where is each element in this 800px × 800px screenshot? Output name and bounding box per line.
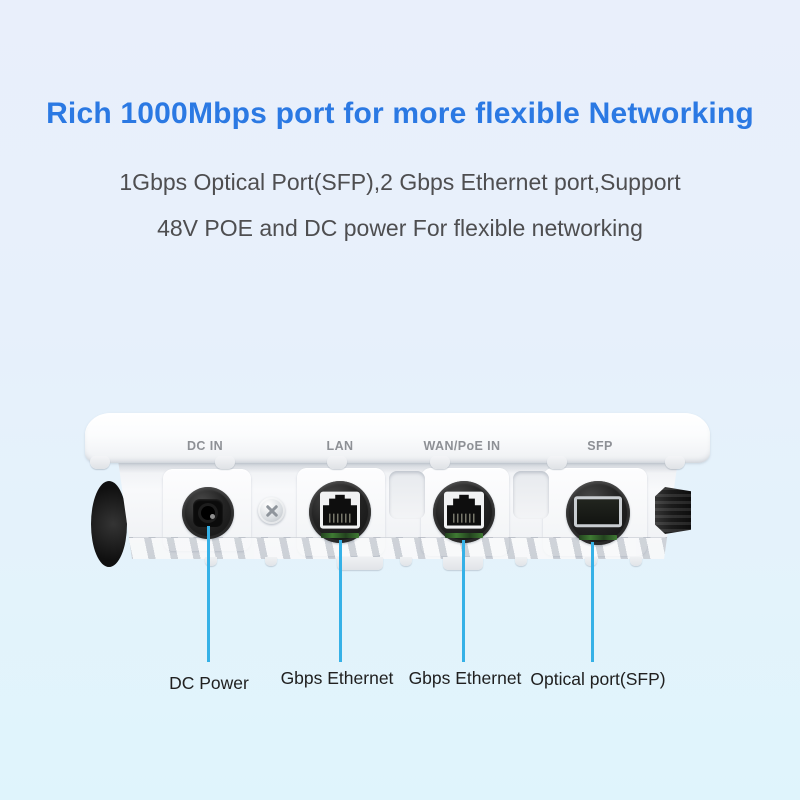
mount-bump (547, 456, 567, 469)
side-port-left-shadow (91, 481, 127, 567)
bottom-foot (337, 557, 383, 570)
rj45-face (444, 491, 484, 529)
callout-line-lan (339, 540, 342, 662)
rj45-pins (453, 513, 475, 523)
pcb-edge (579, 535, 617, 540)
wan-rj45-port-icon (433, 481, 495, 543)
screw-icon (258, 497, 285, 524)
pcb-edge (445, 533, 483, 538)
page-title: Rich 1000Mbps port for more flexible Net… (46, 97, 754, 130)
bottom-nub (400, 557, 412, 566)
callout-line-wan (462, 540, 465, 662)
subtitle-line-2: 48V POE and DC power For flexible networ… (157, 215, 643, 241)
pcb-edge (321, 533, 359, 538)
bottom-nub (515, 557, 527, 566)
rj45-pins (329, 513, 351, 523)
heatsink-fins (126, 537, 670, 559)
body-recess (513, 471, 549, 519)
port-label-sfp: SFP (587, 439, 613, 453)
mount-bump (215, 456, 235, 469)
device-body (118, 463, 678, 559)
device-top-cap: DC IN LAN WAN/PoE IN SFP (85, 413, 710, 463)
callout-label-wan-gbps: Gbps Ethernet (408, 668, 522, 688)
callout-label-optical-sfp: Optical port(SFP) (530, 669, 666, 689)
dc-jack-body (193, 499, 223, 527)
subtitle-line-1: 1Gbps Optical Port(SFP),2 Gbps Ethernet … (119, 169, 681, 195)
access-point-device: DC IN LAN WAN/PoE IN SFP (85, 413, 710, 588)
lan-rj45-port-icon (309, 481, 371, 543)
callout-label-dc-power: DC Power (169, 673, 249, 693)
sfp-port-icon (566, 481, 630, 545)
port-label-wan-poe: WAN/PoE IN (423, 439, 501, 453)
port-label-dc-in: DC IN (186, 439, 224, 453)
port-label-lan: LAN (326, 439, 354, 453)
mount-bump (430, 456, 450, 469)
mount-bump (327, 456, 347, 469)
callout-line-sfp (591, 542, 594, 662)
callout-line-dc (207, 526, 210, 662)
sfp-cage (574, 496, 622, 528)
bottom-nub (265, 557, 277, 566)
bottom-nub (630, 557, 642, 566)
callout-label-lan-gbps: Gbps Ethernet (280, 668, 394, 688)
body-recess (389, 471, 425, 519)
mount-bump (90, 456, 110, 469)
dc-jack-pin (210, 514, 216, 520)
bottom-nub (205, 557, 217, 566)
body-top-shade (118, 463, 678, 473)
mount-bump (665, 456, 685, 469)
rj45-face (320, 491, 360, 529)
antenna-gland-icon (655, 487, 691, 534)
